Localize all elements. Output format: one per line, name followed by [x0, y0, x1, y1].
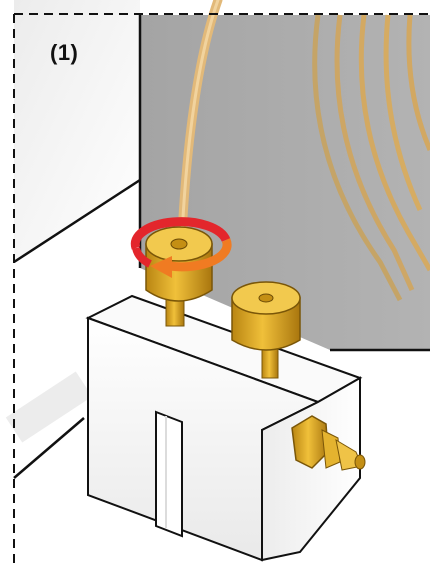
- step-label: (1): [50, 40, 79, 65]
- right-fitting: [231, 281, 301, 379]
- rotate-arrow-icon: [130, 217, 232, 278]
- dashed-frame: [13, 13, 430, 566]
- floor-edge: [13, 417, 85, 479]
- valve-block: [85, 294, 363, 562]
- left-fitting: [145, 226, 213, 327]
- floor-corner-edge: [13, 178, 141, 264]
- side-fitting: [291, 415, 366, 471]
